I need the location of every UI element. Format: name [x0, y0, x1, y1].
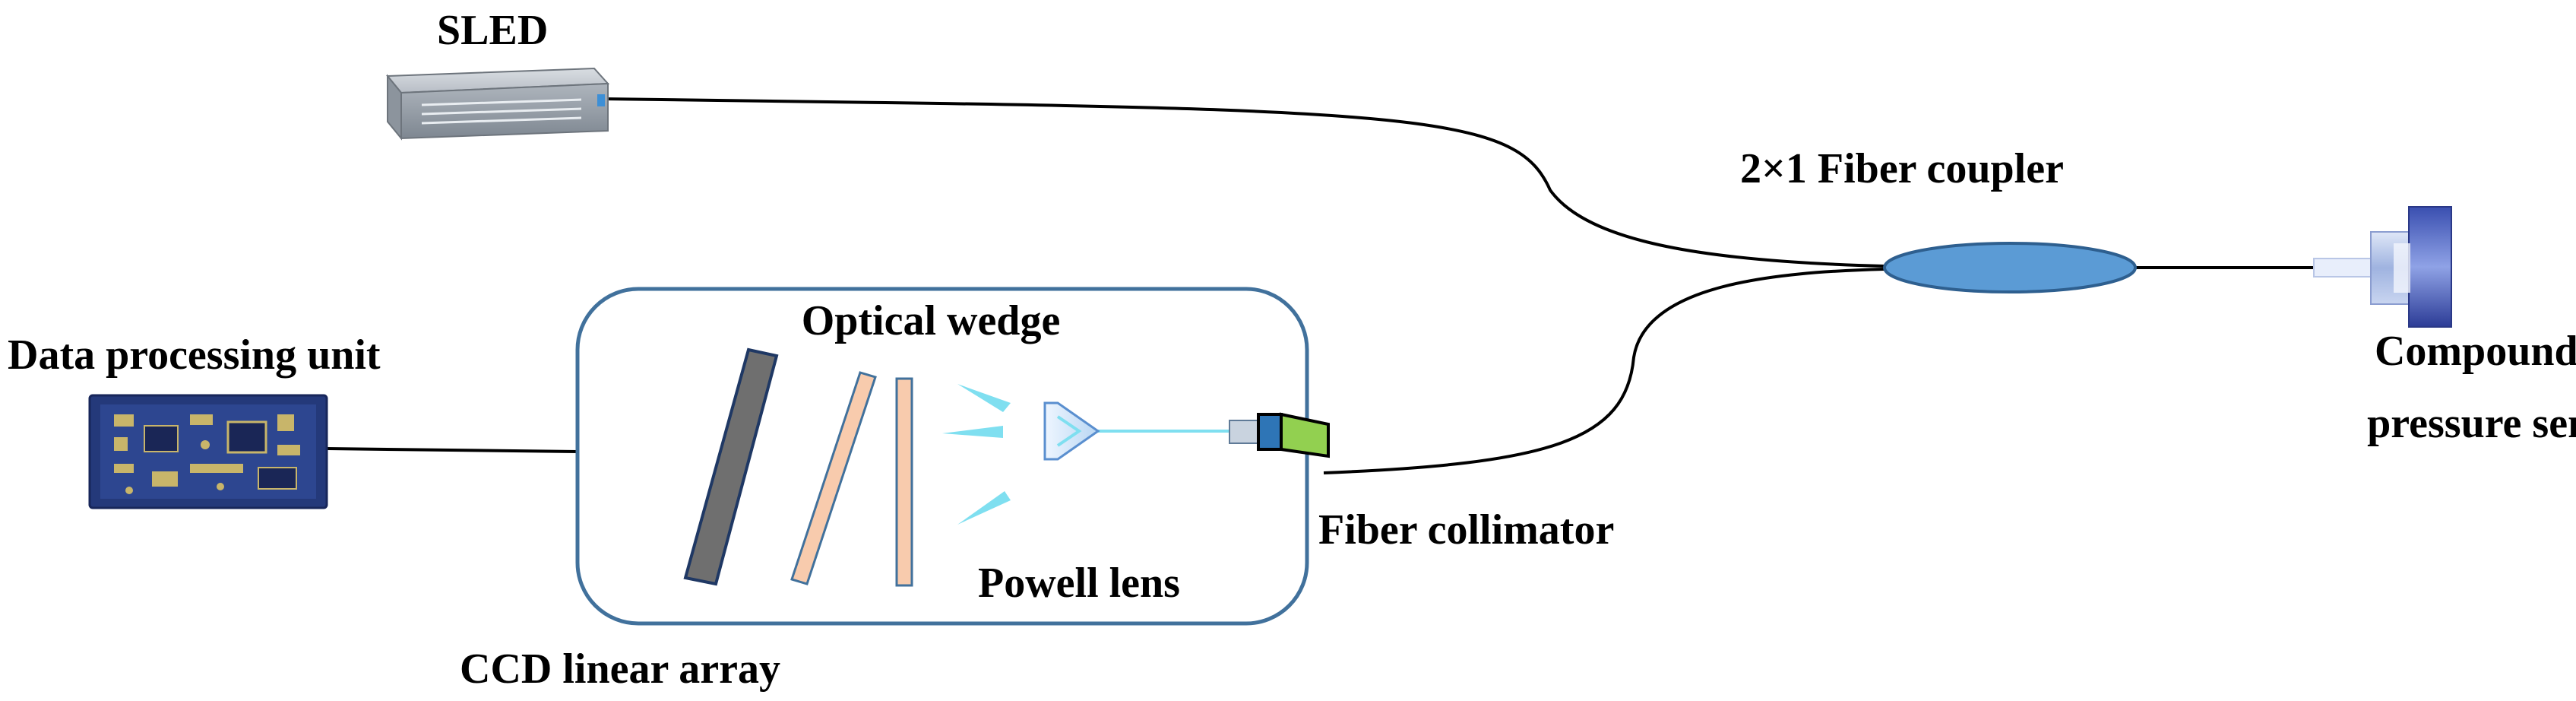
ccd-linear-array-label: CCD linear array	[460, 645, 780, 693]
pcb-board-icon	[88, 394, 328, 509]
ccd-sensor-strip	[683, 347, 779, 586]
fiber-sled-to-coupler	[602, 97, 1885, 268]
sled-label: SLED	[437, 7, 548, 54]
powell-lens-label: Powell lens	[978, 560, 1180, 607]
fiber-coupler-label: 2×1 Fiber coupler	[1740, 145, 2064, 192]
sensor-label-line2: pressure sensor	[2367, 400, 2576, 447]
fiber-collimator-icon	[1229, 412, 1330, 458]
optical-wedge-label: Optical wedge	[802, 297, 1061, 344]
optical-wedge-plate	[790, 371, 877, 585]
fiber-coupler	[1883, 242, 2137, 293]
fiber-collimator-label: Fiber collimator	[1318, 506, 1614, 554]
sled-light-source-icon	[385, 67, 610, 141]
ccd-linear-array-enclosure	[575, 287, 1309, 626]
fan-beams	[942, 384, 1011, 525]
powell-lens-icon	[1043, 401, 1100, 461]
cable-data-unit-to-ccd	[326, 447, 578, 453]
optical-flat-plate	[895, 377, 913, 587]
data-unit-label: Data processing unit	[8, 331, 381, 379]
sensor-label-line1: Compound FP	[2375, 328, 2576, 375]
fiber-collimator-to-coupler	[1323, 268, 1885, 474]
pressure-sensor-icon	[2313, 206, 2452, 328]
